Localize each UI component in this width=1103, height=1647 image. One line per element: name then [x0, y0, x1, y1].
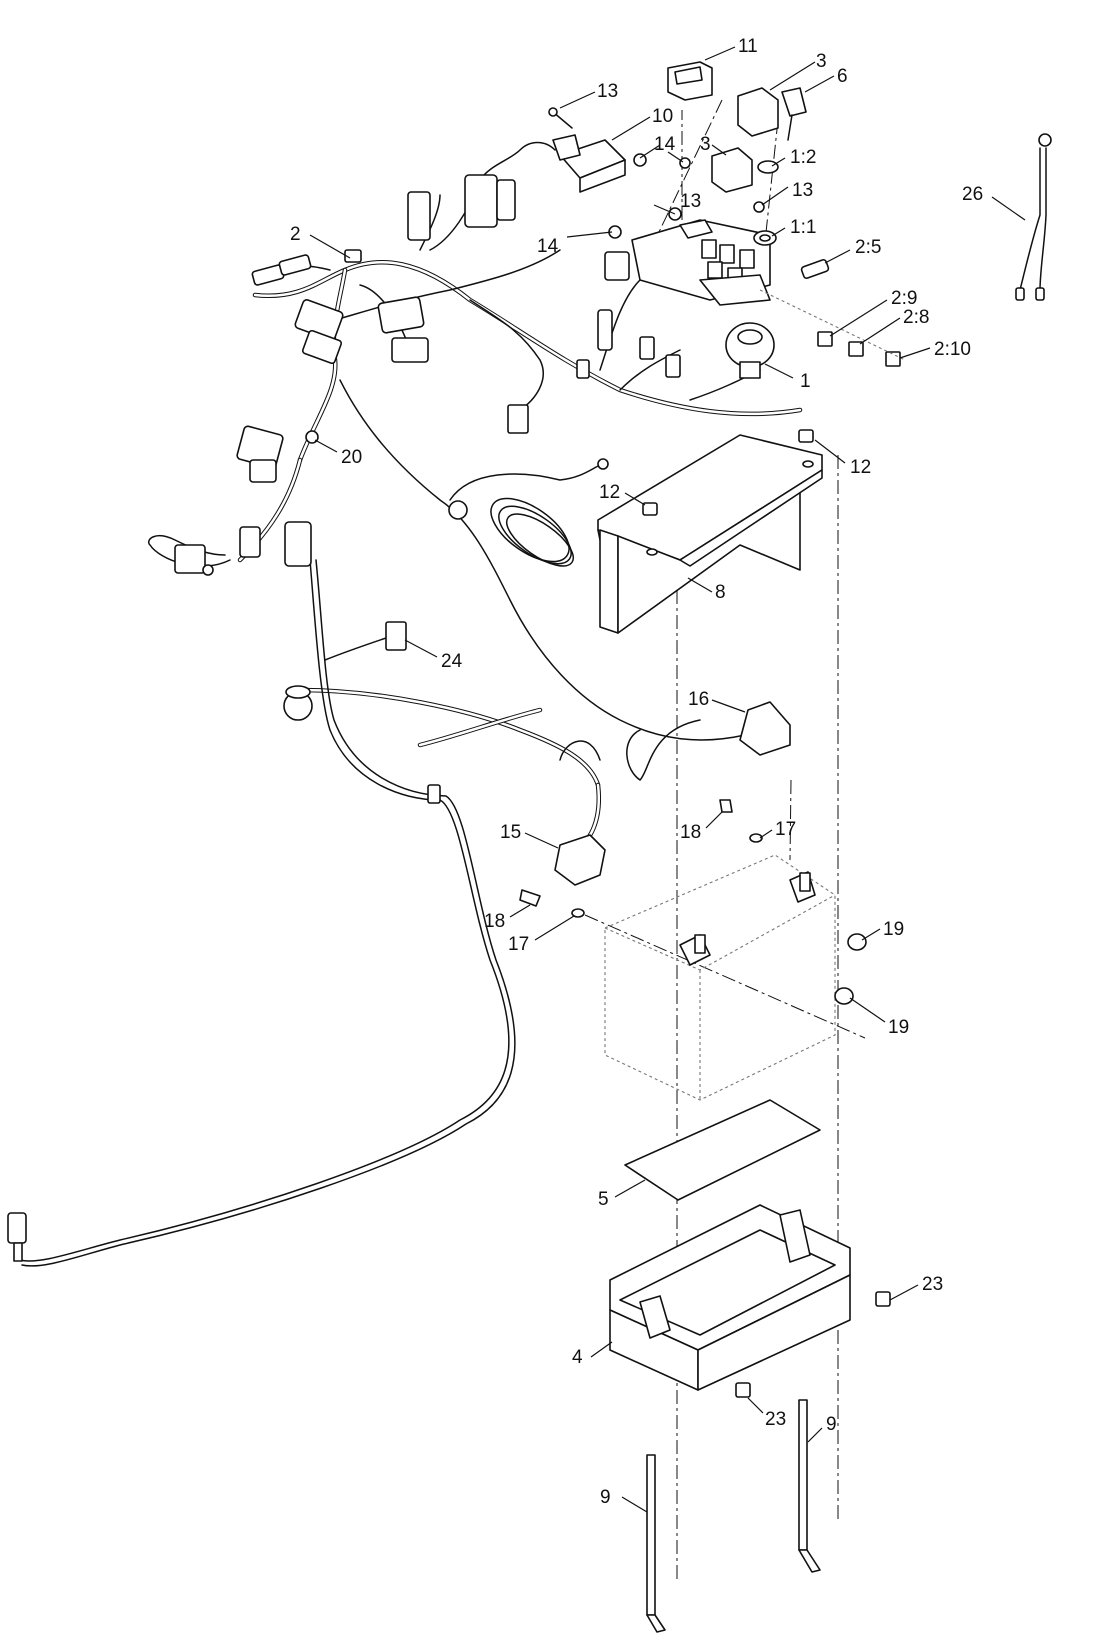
jumper-wire-26: [1015, 133, 1052, 301]
hold-down-bracket-8: [597, 429, 823, 634]
callout-11: 11: [738, 36, 758, 57]
battery-tray-4: [609, 1204, 891, 1398]
callout-26: 26: [962, 184, 983, 205]
battery-pad-5: [624, 1099, 821, 1201]
harness-connectors: [174, 61, 906, 576]
callout-23-lower: 23: [765, 1409, 786, 1430]
callout-6: 6: [837, 66, 848, 87]
callout-18-upper: 18: [680, 822, 701, 843]
callout-14-upper: 14: [654, 134, 676, 155]
callout-19-upper: 19: [883, 919, 904, 940]
callout-2-5: 2:5: [855, 237, 881, 258]
callout-17-upper: 17: [775, 819, 796, 840]
callout-2: 2: [290, 224, 301, 245]
wire-coil: [448, 458, 609, 567]
callout-1-1: 1:1: [790, 217, 816, 238]
leader-lines: [309, 46, 1026, 1513]
lower-wire-harness: [19, 559, 701, 1267]
harness-bits-20-24: [7, 621, 441, 1262]
callout-13-right: 13: [792, 180, 813, 201]
callout-14-lower: 14: [537, 236, 559, 257]
callout-3-lower: 3: [700, 134, 711, 155]
alignment-lines: [584, 99, 866, 1580]
battery-cable-boots: [519, 701, 867, 1005]
callout-8: 8: [715, 582, 726, 603]
callout-labels: 11 3 6 13 10 14 3 1:2 13 13 26 2 14 1:1 …: [290, 36, 983, 1508]
callout-5: 5: [598, 1189, 609, 1210]
hold-down-rods-9: [646, 1399, 821, 1633]
callout-12-left: 12: [599, 482, 620, 503]
callout-13-mid: 13: [680, 191, 701, 212]
callout-2-8: 2:8: [903, 307, 929, 328]
callout-9-right: 9: [826, 1414, 837, 1435]
callout-15: 15: [500, 822, 521, 843]
callout-4: 4: [572, 1347, 583, 1368]
callout-17-lower: 17: [508, 934, 529, 955]
callout-3-upper: 3: [816, 51, 827, 72]
callout-20: 20: [341, 447, 362, 468]
callout-23-upper: 23: [922, 1274, 943, 1295]
callout-24: 24: [441, 651, 463, 672]
callout-2-9: 2:9: [891, 288, 917, 309]
callout-10: 10: [652, 106, 673, 127]
callout-1-2: 1:2: [790, 147, 816, 168]
callout-2-10: 2:10: [934, 339, 971, 360]
callout-18-lower: 18: [484, 911, 505, 932]
callout-13-upper: 13: [597, 81, 618, 102]
callout-16: 16: [688, 689, 709, 710]
callout-9-left: 9: [600, 1487, 611, 1508]
battery-outline: [604, 854, 836, 1101]
callout-1: 1: [800, 371, 811, 392]
callout-19-lower: 19: [888, 1017, 909, 1038]
callout-12-right: 12: [850, 457, 871, 478]
